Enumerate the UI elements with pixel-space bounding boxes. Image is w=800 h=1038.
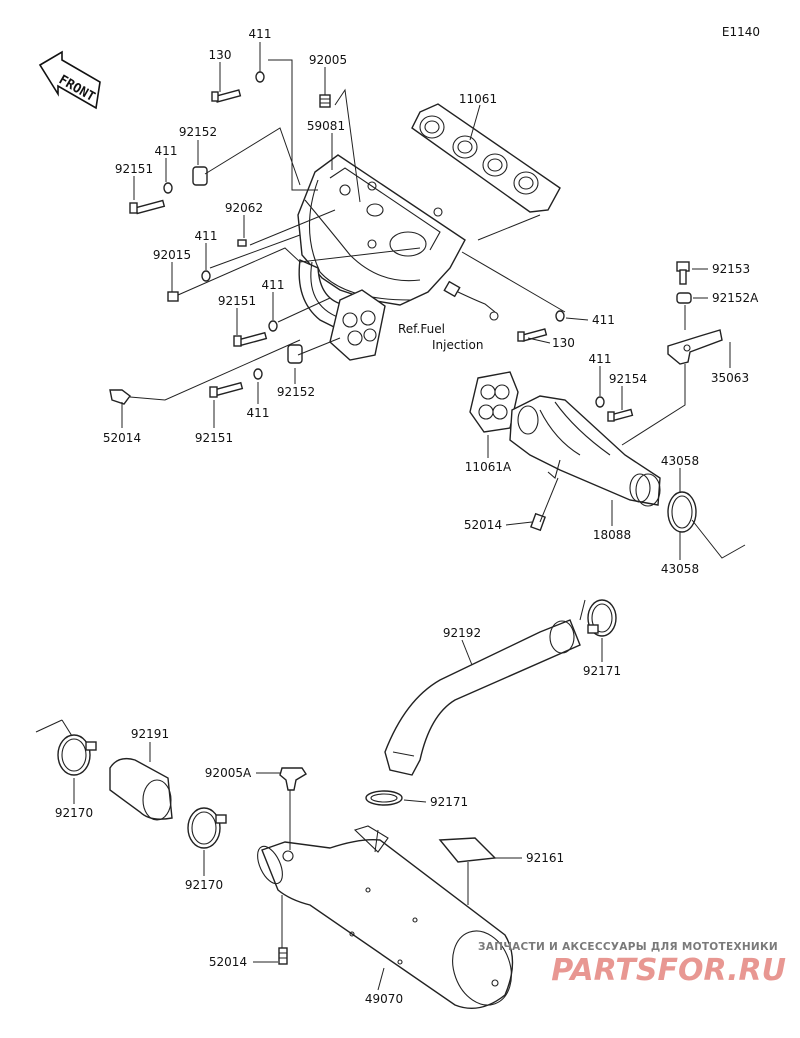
label-92171-a: 92171 <box>583 664 621 678</box>
label-130-right: 130 <box>552 336 575 350</box>
washer-411-c-icon[interactable] <box>268 320 278 332</box>
label-92151-a: 92151 <box>115 162 153 176</box>
bolt-92151-b-icon[interactable] <box>233 331 268 347</box>
pin-92062-icon[interactable] <box>237 239 247 247</box>
exhaust-pipe-18088-part[interactable] <box>509 395 661 507</box>
label-59081: 59081 <box>307 119 345 133</box>
label-18088: 18088 <box>593 528 631 542</box>
collar-92152A-icon[interactable] <box>676 292 692 304</box>
washer-411-d-icon[interactable] <box>253 368 263 380</box>
collar-92152-left-icon[interactable] <box>192 166 208 186</box>
label-92005: 92005 <box>309 53 347 67</box>
label-411-top: 411 <box>249 27 272 41</box>
label-52014-b: 52014 <box>464 518 502 532</box>
watermark-brand: PARTSFOR.RU <box>551 953 786 988</box>
washer-411-right-icon[interactable] <box>555 310 565 322</box>
fitting-52014-b-icon[interactable] <box>530 512 546 532</box>
label-92192: 92192 <box>443 626 481 640</box>
watermark-tagline: ЗАПЧАСТИ И АКСЕССУАРЫ ДЛЯ МОТОТЕХНИКИ <box>478 941 778 953</box>
leader-lines <box>35 42 746 991</box>
front-arrow-icon: FRONT <box>38 50 101 110</box>
label-92015: 92015 <box>153 248 191 262</box>
label-52014-c: 52014 <box>209 955 247 969</box>
label-92154: 92154 <box>609 372 647 386</box>
label-92170-a: 92170 <box>55 806 93 820</box>
bolt-130-right-icon[interactable] <box>517 328 548 342</box>
washer-411-top-icon[interactable] <box>255 71 265 83</box>
label-92152-left: 92152 <box>179 125 217 139</box>
label-92151-c: 92151 <box>195 431 233 445</box>
tail-pipe-92192-part[interactable] <box>384 619 581 776</box>
label-130-top: 130 <box>209 48 232 62</box>
manifold-gasket-11061[interactable] <box>411 103 561 213</box>
fuel-injection-sensor-icon[interactable] <box>443 280 499 321</box>
label-92153: 92153 <box>712 262 750 276</box>
label-52014-a: 52014 <box>103 431 141 445</box>
bolt-92151-c-icon[interactable] <box>209 381 244 398</box>
hose-clamp-92171-a-part[interactable] <box>587 599 617 637</box>
muffler-49070-part[interactable] <box>252 825 521 1013</box>
bolt-92153-icon[interactable] <box>676 261 690 285</box>
hose-clamp-92170-a-part[interactable] <box>57 734 97 776</box>
label-11061A: 11061A <box>465 460 512 474</box>
diagram-code: E1140 <box>722 25 760 39</box>
label-43058-b: 43058 <box>661 562 699 576</box>
label-411-right: 411 <box>592 313 615 327</box>
label-92191: 92191 <box>131 727 169 741</box>
bolt-130-top-icon[interactable] <box>211 89 242 103</box>
washer-411-a-icon[interactable] <box>163 182 173 194</box>
label-plate-92161-part[interactable] <box>438 837 497 863</box>
o-ring-43058-part[interactable] <box>667 491 697 533</box>
label-411-e: 411 <box>247 406 270 420</box>
label-92170-b: 92170 <box>185 878 223 892</box>
label-43058-a: 43058 <box>661 454 699 468</box>
nut-92015-icon[interactable] <box>167 291 179 302</box>
label-92151-b: 92151 <box>218 294 256 308</box>
flange-plate-59081[interactable] <box>329 289 386 361</box>
label-92062: 92062 <box>225 201 263 215</box>
bolt-92154-icon[interactable] <box>607 408 634 422</box>
bracket-35063-part[interactable] <box>667 329 723 365</box>
label-92161: 92161 <box>526 851 564 865</box>
label-411-a: 411 <box>155 144 178 158</box>
part-labels: 411 130 92005 11061 92152 59081 411 9215… <box>55 27 759 1006</box>
bolt-92151-a-icon[interactable] <box>129 199 166 215</box>
label-11061: 11061 <box>459 92 497 106</box>
hose-clamp-92171-b-part[interactable] <box>365 790 403 806</box>
ref-note-line2: Injection <box>432 338 483 352</box>
hose-92191-part[interactable] <box>109 757 173 821</box>
collar-92152-mid-icon[interactable] <box>287 344 303 364</box>
exhaust-manifold-part[interactable] <box>297 154 466 306</box>
label-92005A: 92005A <box>205 766 252 780</box>
gasket-11061A-part[interactable] <box>469 371 519 433</box>
label-92171-b: 92171 <box>430 795 468 809</box>
fitting-92005A-icon[interactable] <box>279 767 307 791</box>
label-35063: 35063 <box>711 371 749 385</box>
label-411-d: 411 <box>589 352 612 366</box>
label-411-c: 411 <box>262 278 285 292</box>
washer-411-e-icon[interactable] <box>595 396 605 408</box>
watermark: ЗАПЧАСТИ И АКСЕССУАРЫ ДЛЯ МОТОТЕХНИКИ PA… <box>478 941 786 988</box>
label-411-b: 411 <box>195 229 218 243</box>
label-92152-mid: 92152 <box>277 385 315 399</box>
washer-411-b-icon[interactable] <box>201 270 211 282</box>
fitting-52014-c-icon[interactable] <box>278 947 288 965</box>
hose-clamp-92170-b-part[interactable] <box>187 807 227 849</box>
fitting-52014-a-icon[interactable] <box>109 389 131 405</box>
label-92152A: 92152A <box>712 291 759 305</box>
label-49070: 49070 <box>365 992 403 1006</box>
ref-note-line1: Ref.Fuel <box>398 322 445 336</box>
stud-92005-icon[interactable] <box>319 94 331 108</box>
